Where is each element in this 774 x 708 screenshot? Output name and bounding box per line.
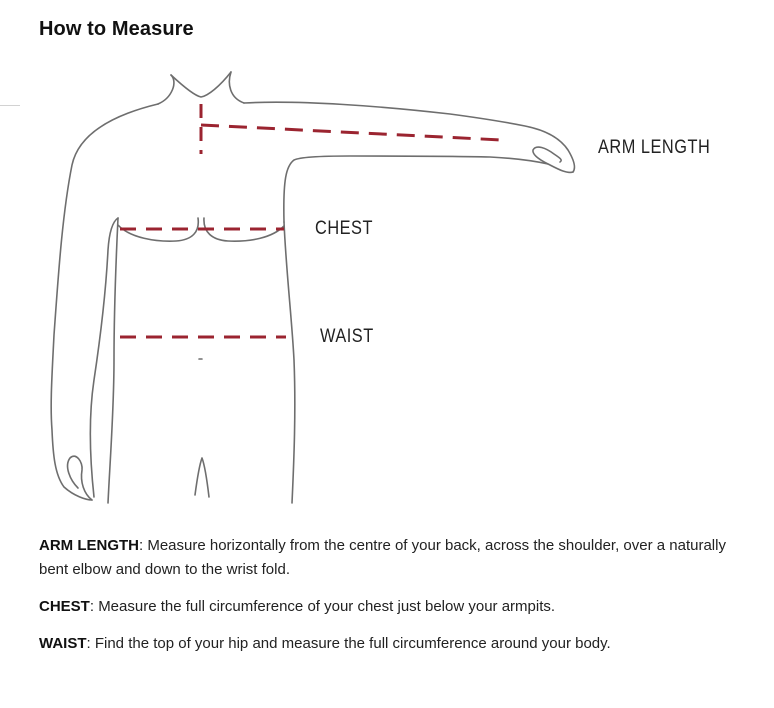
side-divider	[0, 105, 20, 106]
instruction-text: Measure the full circumference of your c…	[98, 598, 556, 615]
instruction-term: CHEST	[39, 598, 90, 615]
chest-left-outline	[117, 217, 200, 242]
right-hand-outline	[532, 146, 574, 174]
instruction-separator: :	[139, 537, 148, 554]
collar-outline	[170, 71, 232, 98]
chest-label: CHEST	[315, 218, 373, 239]
left-hand-outline	[66, 455, 93, 501]
page-title: How to Measure	[39, 18, 194, 40]
body-outline-diagram	[50, 71, 576, 504]
instruction-separator: :	[86, 635, 95, 652]
crotch-outline	[194, 457, 210, 498]
left-inner-arm-outline	[89, 217, 119, 498]
measurement-diagram: ARM LENGTH CHEST WAIST	[50, 71, 711, 504]
instruction-text: Find the top of your hip and measure the…	[94, 635, 611, 652]
waist-instruction: WAIST: Find the top of your hip and meas…	[39, 632, 739, 656]
instruction-term: ARM LENGTH	[39, 537, 139, 554]
arm-length-label: ARM LENGTH	[598, 137, 711, 158]
body-outline	[50, 71, 576, 504]
torso-left-outline	[107, 217, 119, 504]
torso-right-outline	[283, 221, 296, 504]
left-shoulder-arm-outline	[50, 103, 159, 501]
chest-right-outline	[203, 217, 285, 242]
chest-instruction: CHEST: Measure the full circumference of…	[39, 595, 739, 619]
neck-left-outline	[157, 74, 175, 105]
instruction-separator: :	[89, 598, 99, 615]
measurement-lines	[120, 104, 503, 339]
right-arm-bottom-outline	[283, 155, 549, 223]
measurement-instructions: ARM LENGTH: Measure horizontally from th…	[39, 534, 739, 669]
arm-length-horizontal-line	[200, 123, 503, 142]
waist-label: WAIST	[320, 326, 374, 347]
right-arm-top-outline	[243, 101, 576, 173]
instruction-text: Measure horizontally from the centre of …	[39, 537, 726, 578]
neck-right-outline	[228, 71, 245, 104]
arm-length-instruction: ARM LENGTH: Measure horizontally from th…	[39, 534, 739, 582]
instruction-term: WAIST	[39, 635, 87, 652]
